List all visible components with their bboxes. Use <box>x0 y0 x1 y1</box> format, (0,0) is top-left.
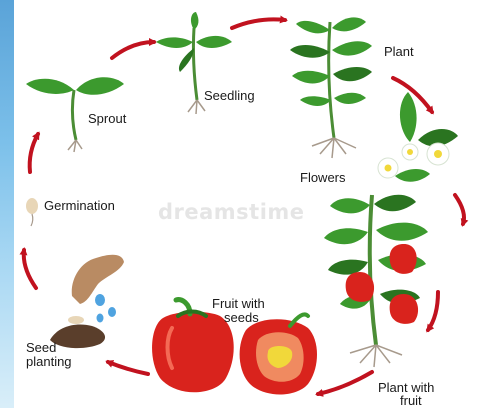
label-plant: Plant <box>384 44 414 59</box>
germinating-seed-illustration <box>26 198 38 226</box>
arrow-fruiting-plant-down <box>428 292 438 330</box>
watermark-text: dreamstime <box>158 200 305 224</box>
label-seed-planting-line1: Seed <box>26 340 56 355</box>
label-seedling: Seedling <box>204 88 255 103</box>
flower-2 <box>402 144 418 160</box>
arrow-seed-planting-to-germination <box>24 250 36 288</box>
pepper-small-1 <box>390 244 417 274</box>
label-sprout: Sprout <box>88 111 126 126</box>
arrow-fruit-to-seed-planting <box>108 362 148 374</box>
label-fruit-with-seeds-line1: Fruit with <box>212 296 265 311</box>
flower-1 <box>427 143 449 165</box>
cut-pepper-illustration <box>240 314 317 394</box>
label-flowers: Flowers <box>300 170 346 185</box>
pepper-small-3 <box>390 294 418 324</box>
flower-3 <box>378 158 398 178</box>
label-fruit-with-seeds-line2: seeds <box>224 310 259 325</box>
pepper-small-2 <box>346 272 374 302</box>
arrow-plant-to-fruit <box>318 372 372 394</box>
whole-pepper-illustration <box>152 300 234 393</box>
label-plant-with-fruit-line2: fruit <box>400 393 422 408</box>
label-seed-planting-line2: planting <box>26 354 72 369</box>
arrow-germination-to-sprout <box>30 134 38 172</box>
arrow-sprout-to-seedling <box>112 42 154 58</box>
label-germination: Germination <box>44 198 115 213</box>
arrow-seedling-to-plant <box>232 19 285 28</box>
seed-planting-illustration <box>50 255 124 348</box>
young-plant-illustration <box>290 17 372 158</box>
arrow-flowers-to-fruiting-plant <box>455 195 464 224</box>
flowering-plant-illustration <box>378 92 458 182</box>
fruiting-plant-illustration <box>324 195 428 367</box>
